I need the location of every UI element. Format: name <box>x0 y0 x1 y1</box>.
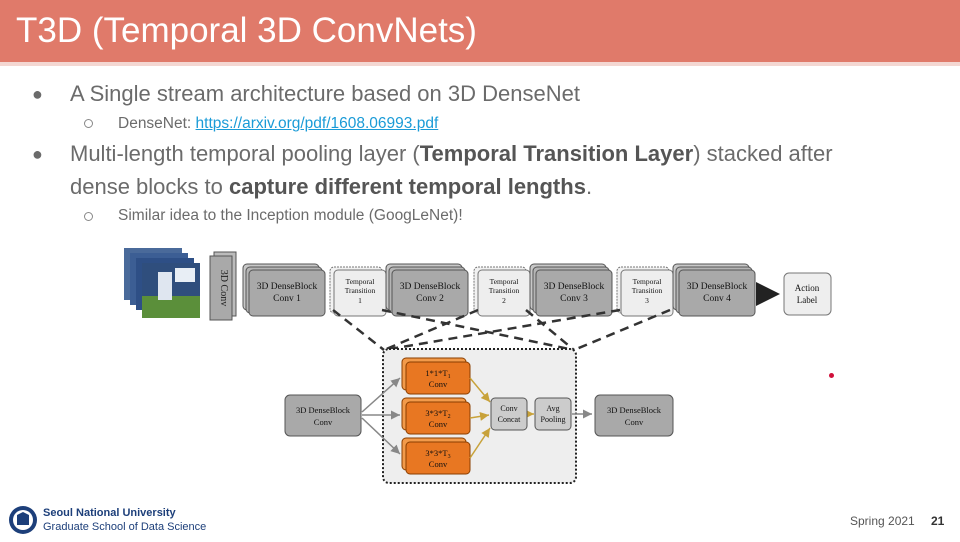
semester-label: Spring 2021 <box>850 514 915 528</box>
page-number: 21 <box>931 514 945 528</box>
denseblock-3: 3D DenseBlock Conv 3 <box>529 263 613 317</box>
detail-output-block: 3D DenseBlock Conv <box>594 394 674 437</box>
denseblock-2-line2: Conv 2 <box>416 294 444 304</box>
transition-2-line3: 2 <box>502 296 506 305</box>
denseblock-4-line2: Conv 4 <box>703 294 731 304</box>
avg-pooling-box: Avg Pooling <box>534 397 572 431</box>
bullet-2-line-1: Multi-length temporal pooling layer (Tem… <box>70 138 833 170</box>
svg-text:1*1*T1: 1*1*T1 <box>425 368 450 380</box>
bullet-1-text: A Single stream architecture based on 3D… <box>70 81 580 106</box>
denseblock-4-line1: 3D DenseBlock <box>687 282 748 292</box>
transition-3-line2: Transition <box>632 286 663 295</box>
bullet-dot-1: ● <box>32 84 43 104</box>
concat-line1: Conv <box>500 404 517 413</box>
university-name: Seoul National University <box>43 507 176 519</box>
detail-in-line2: Conv <box>314 417 333 427</box>
bullet-2-text-c: dense blocks to <box>70 174 229 199</box>
pointer-dot <box>829 373 834 378</box>
svg-text:3*3*T3: 3*3*T3 <box>425 448 450 460</box>
denseblock-2: 3D DenseBlock Conv 2 <box>385 263 469 317</box>
concat-line2: Concat <box>498 415 521 424</box>
branch-1: 1*1*T1 Conv <box>401 357 471 395</box>
school-name: Graduate School of Data Science <box>43 521 207 533</box>
bullet-dot-2: ● <box>32 144 43 164</box>
transition-2-line1: Temporal <box>490 277 519 286</box>
transition-3-line3: 3 <box>645 296 649 305</box>
svg-text:3*3*T2: 3*3*T2 <box>425 408 450 420</box>
bullet-1-sub: DenseNet: https://arxiv.org/pdf/1608.069… <box>118 113 438 135</box>
detail-input-block: 3D DenseBlock Conv <box>284 394 362 437</box>
bullet-2-text-d: . <box>585 174 593 199</box>
sub-bullet-circle-1 <box>84 119 93 128</box>
conv3d-block: 3D Conv <box>209 251 237 321</box>
denseblock-4: 3D DenseBlock Conv 4 <box>672 263 756 317</box>
bullet-2-sub: Similar idea to the Inception module (Go… <box>118 207 463 224</box>
transition-2: Temporal Transition 2 <box>473 266 531 317</box>
denseblock-1: 3D DenseBlock Conv 1 <box>242 263 326 317</box>
transition-1-line2: Transition <box>345 286 376 295</box>
branch-2-conv: Conv <box>429 419 448 429</box>
pool-line1: Avg <box>546 404 559 413</box>
bullet-2-bold-a: Temporal Transition Layer <box>419 141 694 166</box>
bullet-2-text-a: Multi-length temporal pooling layer ( <box>70 141 420 166</box>
branch-3-kernel: 3*3*T <box>425 448 448 458</box>
branch-1-sub: 1 <box>448 374 451 380</box>
snu-logo-icon <box>9 506 37 534</box>
transition-1-line1: Temporal <box>346 277 375 286</box>
transition-3: Temporal Transition 3 <box>616 266 674 317</box>
denseblock-2-line1: 3D DenseBlock <box>400 282 461 292</box>
branch-1-conv: Conv <box>429 379 448 389</box>
detail-out-line1: 3D DenseBlock <box>607 405 662 415</box>
denseblock-3-line1: 3D DenseBlock <box>544 282 605 292</box>
transition-1-line3: 1 <box>358 296 362 305</box>
action-label-box: Action Label <box>783 272 832 316</box>
denseblock-1-line1: 3D DenseBlock <box>257 282 318 292</box>
pool-line2: Pooling <box>541 415 566 424</box>
conv3d-label: 3D Conv <box>218 270 229 306</box>
video-frames-image <box>124 248 200 318</box>
branch-3: 3*3*T3 Conv <box>401 437 471 475</box>
bullet-2-text-b: ) stacked after <box>693 141 833 166</box>
action-label-line1: Action <box>795 283 820 293</box>
conv-concat-box: Conv Concat <box>490 397 528 431</box>
action-label-line2: Label <box>797 295 818 305</box>
transition-2-line2: Transition <box>489 286 520 295</box>
title-divider <box>0 62 960 66</box>
detail-out-line2: Conv <box>625 417 644 427</box>
branch-3-conv: Conv <box>429 459 448 469</box>
title-bar: T3D (Temporal 3D ConvNets) <box>0 0 960 62</box>
densenet-link[interactable]: https://arxiv.org/pdf/1608.06993.pdf <box>195 115 439 132</box>
denseblock-3-line2: Conv 3 <box>560 294 588 304</box>
branch-3-sub: 3 <box>448 454 451 460</box>
transition-3-line1: Temporal <box>633 277 662 286</box>
branch-1-kernel: 1*1*T <box>425 368 448 378</box>
bullet-2-bold-b: capture different temporal lengths <box>228 174 586 199</box>
branch-2-sub: 2 <box>448 414 451 420</box>
zoom-lines <box>332 308 671 352</box>
slide-title: T3D (Temporal 3D ConvNets) <box>16 11 477 50</box>
branch-2-kernel: 3*3*T <box>425 408 448 418</box>
densenet-label: DenseNet: <box>118 115 196 132</box>
transition-1: Temporal Transition 1 <box>329 266 387 317</box>
branch-2: 3*3*T2 Conv <box>401 397 471 435</box>
detail-in-line1: 3D DenseBlock <box>296 405 351 415</box>
bullet-2-line-2: dense blocks to capture different tempor… <box>70 171 592 203</box>
denseblock-1-line2: Conv 1 <box>273 294 301 304</box>
sub-bullet-circle-2 <box>84 212 93 221</box>
